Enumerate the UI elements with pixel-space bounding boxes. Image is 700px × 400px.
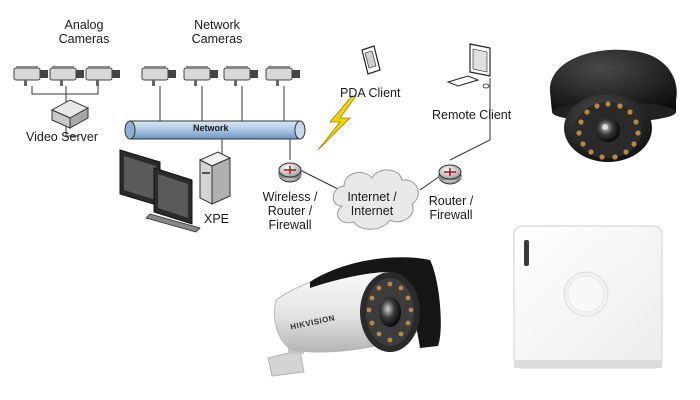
monitor-icon (119, 149, 201, 233)
ir-led-ring (576, 101, 641, 160)
label-line: Router / (267, 204, 313, 218)
network-label: Network (193, 123, 229, 133)
router-icon (438, 164, 462, 185)
video-server-label: Video Server (26, 130, 99, 144)
remote-client-icon (446, 43, 491, 89)
wireless-router-label: Wireless / Router / Firewall (260, 190, 320, 232)
network-camera-icon (183, 65, 219, 87)
analog-camera-icon (13, 65, 49, 87)
network-links (221, 78, 491, 191)
pda-client-label: PDA Client (340, 86, 401, 100)
router-firewall-label: Router / Firewall (424, 194, 478, 222)
analog-camera-icon (49, 65, 85, 87)
label-line: Firewall (268, 218, 312, 232)
network-cameras-label: Network Cameras (184, 18, 250, 46)
video-server-icon (50, 99, 90, 129)
router-icon (278, 162, 302, 183)
label-line: Firewall (429, 208, 473, 222)
network-camera-icon (141, 65, 177, 87)
cloud-icon (332, 169, 419, 230)
dome-camera-image (549, 49, 677, 162)
ir-led-ring (366, 281, 414, 343)
label-line: Cameras (191, 32, 243, 46)
network-camera-icon (223, 65, 259, 87)
remote-client-label: Remote Client (432, 108, 512, 122)
internet-label: Internet / Internet (340, 190, 404, 218)
pda-icon (361, 45, 381, 75)
analog-camera-icon (85, 65, 121, 87)
lightning-icon (317, 95, 357, 151)
label-line: Internet (350, 204, 394, 218)
bullet-camera-image (267, 257, 441, 377)
network-camera-icon (265, 65, 301, 87)
pc-tower-icon (198, 151, 232, 205)
analog-cameras-label: Analog Cameras (56, 18, 112, 46)
analog-wires (31, 86, 99, 137)
label-line: Router / (428, 194, 474, 208)
label-line: Internet / (347, 190, 397, 204)
nvr-box-image (513, 225, 663, 369)
xpe-label: XPE (204, 212, 230, 226)
label-line: Cameras (58, 32, 110, 46)
label-line: Wireless / (262, 190, 318, 204)
network-bar (124, 120, 306, 140)
label-line: Analog (64, 18, 104, 32)
network-camera-wires (159, 86, 285, 122)
label-line: Network (194, 18, 240, 32)
